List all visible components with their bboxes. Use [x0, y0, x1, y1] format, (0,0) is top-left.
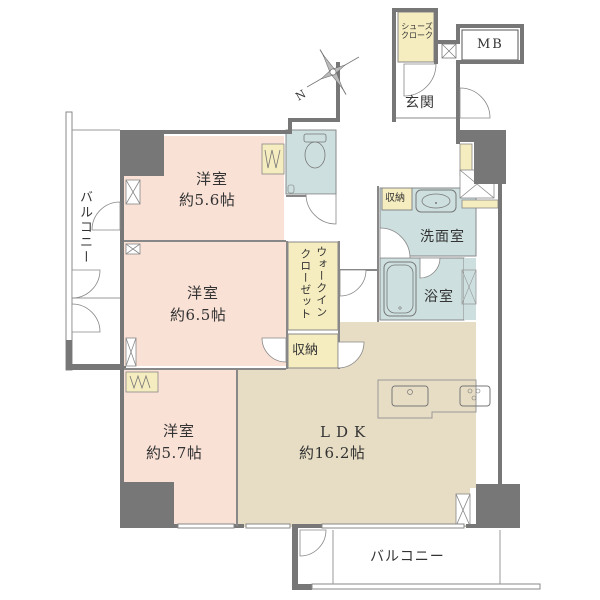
- room-western-3-label: 洋室: [163, 422, 196, 440]
- room-western-2-floor: [124, 242, 286, 366]
- walk-in-closet: [287, 241, 339, 331]
- balcony-west: [65, 111, 126, 371]
- shoe-closet-label-line2: クローク: [401, 31, 433, 41]
- balcony-west-label: バルコニー: [77, 190, 92, 265]
- closet-main: [287, 333, 339, 369]
- room-bathroom-label: 浴室: [424, 289, 454, 305]
- kitchen-counter: [377, 379, 491, 419]
- closet-wash-label: 収納: [385, 193, 405, 204]
- room-western-1-label: 洋室: [196, 170, 229, 188]
- room-ldk-label: LDK: [320, 423, 372, 441]
- balcony-south: [292, 528, 541, 590]
- wash-basin: [415, 189, 457, 213]
- room-western-1-size: 約5.6帖: [179, 191, 236, 209]
- toilet-fixture: [287, 133, 327, 194]
- balcony-south-label: バルコニー: [370, 549, 445, 565]
- room-ldk-size: 約16.2帖: [299, 444, 366, 462]
- closet-wash: [381, 187, 413, 211]
- compass-icon: [306, 49, 360, 95]
- walk-in-closet-label-col1: ウォークイン: [314, 246, 328, 318]
- walk-in-closet-label-col2: クローゼット: [298, 248, 312, 320]
- room-washroom-label: 洗面室: [420, 229, 465, 245]
- room-western-2-label: 洋室: [187, 284, 220, 302]
- room-western-3-floor: [124, 370, 236, 527]
- room-ldk-floor: [238, 322, 476, 527]
- entrance-label: 玄関: [405, 95, 435, 111]
- shoe-closet-label: シューズ クローク: [401, 22, 433, 40]
- room-western-2-size: 約6.5帖: [170, 306, 227, 324]
- bathtub: [383, 261, 417, 317]
- closet-main-label: 収納: [292, 343, 319, 358]
- shoe-closet-label-line1: シューズ: [401, 22, 433, 31]
- room-western-3-size: 約5.7帖: [146, 444, 203, 462]
- closet-w1: [261, 143, 285, 175]
- meter-box-label: MB: [477, 37, 504, 52]
- meter-box: [461, 29, 519, 61]
